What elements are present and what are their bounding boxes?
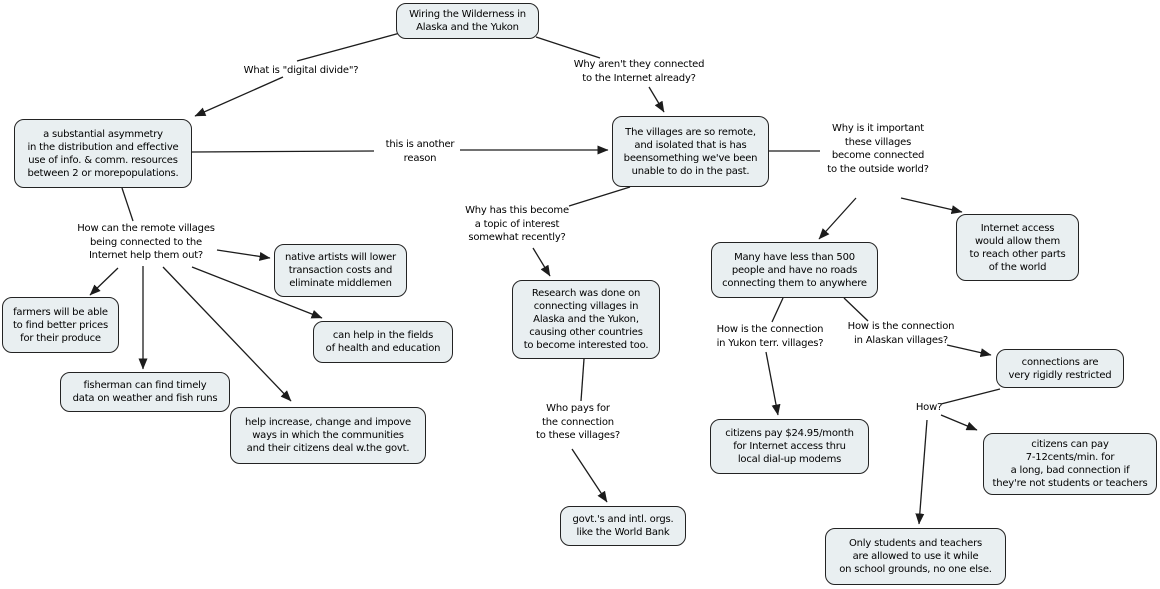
connector <box>940 414 978 431</box>
concept-research-done[interactable]: Research was done on connecting villages… <box>512 280 660 359</box>
connector <box>162 266 292 402</box>
concept-govt-intl-orgs[interactable]: govt.'s and intl. orgs. like the World B… <box>560 506 686 546</box>
concept-citizens-pay-2495[interactable]: citizens pay $24.95/month for Internet a… <box>710 419 869 474</box>
connector <box>191 150 375 153</box>
connector <box>216 249 271 261</box>
concept-digital-divide-definition[interactable]: a substantial asymmetry in the distribut… <box>14 119 192 188</box>
connector <box>191 266 323 319</box>
concept-internet-access[interactable]: Internet access would allow them to reac… <box>956 214 1079 281</box>
connector <box>89 267 119 296</box>
connector <box>765 351 781 416</box>
concept-help-increase-govt[interactable]: help increase, change and impove ways in… <box>230 407 426 464</box>
connector <box>915 419 928 525</box>
connector <box>296 32 401 62</box>
link-label-yukon-connection: How is the connection in Yukon terr. vil… <box>716 324 824 349</box>
connector <box>571 448 608 503</box>
concept-fisherman[interactable]: fisherman can find timely data on weathe… <box>60 372 230 412</box>
connector <box>818 197 857 240</box>
connector <box>940 388 1001 405</box>
link-label-alaskan-connection: How is the connection in Alaskan village… <box>847 321 955 346</box>
connector <box>194 76 284 117</box>
connector <box>532 247 551 277</box>
link-label-what-is-digital-divide: What is "digital divide"? <box>243 65 359 76</box>
concept-farmers[interactable]: farmers will be able to find better pric… <box>2 297 119 353</box>
concept-many-less-than-500[interactable]: Many have less than 500 people and have … <box>711 242 878 298</box>
connector <box>568 186 631 207</box>
concept-citizens-pay-7-12[interactable]: citizens can pay 7-12cents/min. for a lo… <box>983 433 1157 495</box>
concept-connections-restricted[interactable]: connections are very rigidly restricted <box>996 349 1124 388</box>
link-label-why-important: Why is it important these villages becom… <box>827 123 929 175</box>
connector <box>648 86 665 113</box>
connector <box>121 187 134 222</box>
concept-root[interactable]: Wiring the Wilderness in Alaska and the … <box>396 3 539 39</box>
link-label-why-not-connected: Why aren't they connected to the Interne… <box>573 59 705 84</box>
link-label-another-reason: this is another reason <box>385 139 455 164</box>
concept-health-education[interactable]: can help in the fields of health and edu… <box>313 321 453 363</box>
link-label-who-pays: Who pays for the connection to these vil… <box>536 403 620 441</box>
connector <box>900 197 963 215</box>
connector <box>771 297 784 323</box>
link-label-how: How? <box>915 402 943 413</box>
link-label-why-topic: Why has this become a topic of interest … <box>465 205 569 243</box>
connector <box>580 358 585 402</box>
connector <box>946 344 992 358</box>
connector <box>843 297 869 322</box>
concept-villages-remote[interactable]: The villages are so remote, and isolated… <box>612 116 769 187</box>
concept-native-artists[interactable]: native artists will lower transaction co… <box>274 244 407 297</box>
connector <box>535 36 601 59</box>
link-label-how-help: How can the remote villages being connec… <box>77 223 215 261</box>
concept-students-teachers-only[interactable]: Only students and teachers are allowed t… <box>825 528 1006 585</box>
